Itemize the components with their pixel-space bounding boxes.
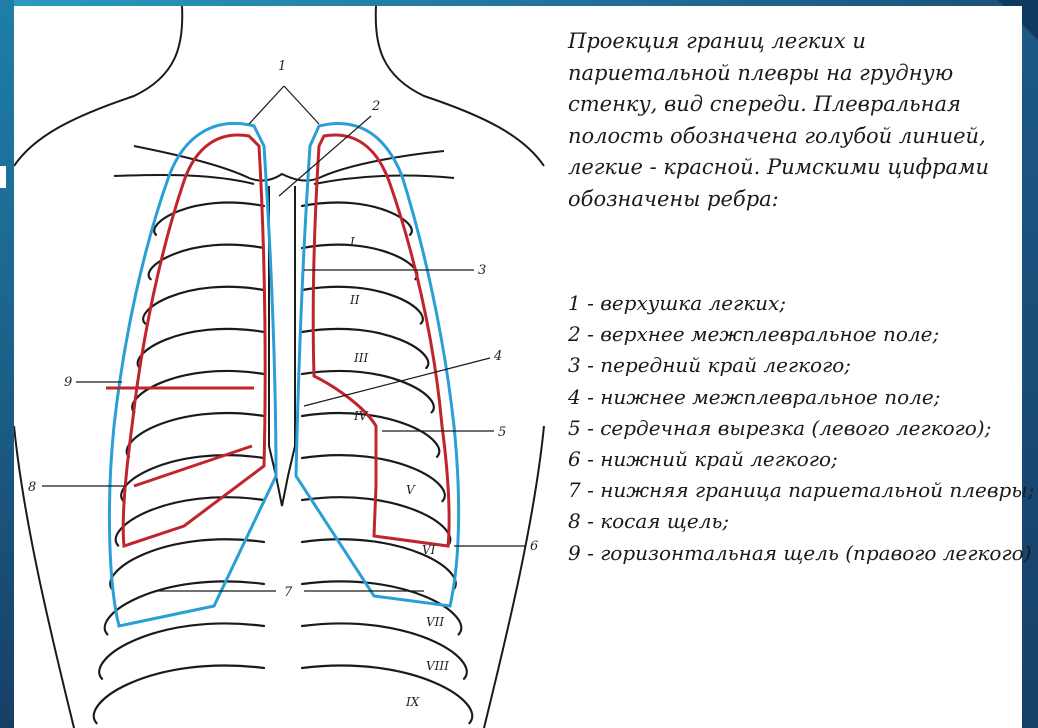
rib-right xyxy=(138,329,264,368)
callout-5: 5 xyxy=(498,425,506,440)
rib-numeral-9: IX xyxy=(405,695,420,709)
legend-item: 6 - нижний край легкого; xyxy=(568,444,1038,475)
figure-caption: Проекция границ легких и париетальной пл… xyxy=(568,26,1034,215)
left-clavicle xyxy=(314,176,454,184)
callout-9: 9 xyxy=(64,375,72,390)
rib-right xyxy=(143,287,264,324)
callout-labels: 1 2 3 4 5 6 7 8 9 xyxy=(28,59,538,600)
side-marker xyxy=(0,166,6,188)
legend-item: 1 - верхушка легких; xyxy=(568,288,1038,319)
callout-6: 6 xyxy=(530,539,538,554)
slide-panel: 1 2 3 4 5 6 7 8 9 I II III IV V VI VII V… xyxy=(14,6,1022,728)
legend-item: 2 - верхнее межплевральное поле; xyxy=(568,319,1038,350)
leader-4 xyxy=(304,358,490,406)
rib-left xyxy=(302,455,445,501)
rib-left xyxy=(302,287,423,324)
rib-numeral-8: VIII xyxy=(426,659,449,673)
leader-2 xyxy=(279,116,371,196)
legend-item: 8 - косая щель; xyxy=(568,506,1038,537)
callout-7: 7 xyxy=(284,585,293,600)
leader-1-left xyxy=(284,86,319,124)
callout-8: 8 xyxy=(28,480,36,495)
rib-left xyxy=(302,245,417,280)
rib-right xyxy=(99,623,264,678)
legend-list: 1 - верхушка легких; 2 - верхнее межплев… xyxy=(568,288,1038,569)
rib-left xyxy=(302,666,472,724)
right-lung xyxy=(123,135,265,546)
leader-lines xyxy=(42,86,526,591)
rib-numeral-7: VII xyxy=(426,615,444,629)
rib-numeral-4: IV xyxy=(353,409,369,423)
legend-item: 3 - передний край легкого; xyxy=(568,350,1038,381)
left-bar xyxy=(0,0,14,728)
rib-numeral-5: V xyxy=(406,483,416,497)
rib-right xyxy=(94,666,264,724)
ribs xyxy=(94,203,472,724)
rib-numeral-3: III xyxy=(353,351,368,365)
rib-numeral-2: II xyxy=(349,293,360,307)
left-lung xyxy=(313,135,449,546)
body-outline xyxy=(14,6,544,728)
callout-2: 2 xyxy=(371,99,380,114)
rib-left xyxy=(302,203,412,235)
pleura-boundary xyxy=(109,123,458,626)
callout-1: 1 xyxy=(278,59,286,74)
legend-item: 5 - сердечная вырезка (левого легкого); xyxy=(568,413,1038,444)
leader-1-right xyxy=(249,86,284,124)
rib-numeral-1: I xyxy=(349,235,355,249)
rib-numeral-6: VI xyxy=(422,543,436,557)
callout-3: 3 xyxy=(478,263,486,278)
rib-right xyxy=(149,245,264,280)
callout-4: 4 xyxy=(493,349,502,364)
thorax-diagram: 1 2 3 4 5 6 7 8 9 I II III IV V VI VII V… xyxy=(14,6,554,728)
legend-item: 9 - горизонтальная щель (правого легкого… xyxy=(568,538,1038,569)
oblique-fissure xyxy=(134,446,252,486)
legend-item: 7 - нижняя граница париетальной плевры; xyxy=(568,475,1038,506)
rib-right xyxy=(121,455,264,501)
legend-item: 4 - нижнее межплевральное поле; xyxy=(568,382,1038,413)
rib-right xyxy=(132,371,264,412)
